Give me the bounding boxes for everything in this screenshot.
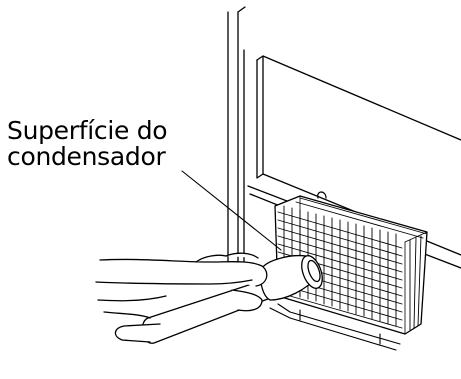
condenser-surface-label: Superfície do condensador xyxy=(7,116,168,171)
refrigerator-cabinet xyxy=(227,6,246,263)
label-line-2: condensador xyxy=(7,142,166,171)
callout-leader-line xyxy=(181,170,282,251)
label-line-1: Superfície do xyxy=(7,116,168,145)
hand-with-vacuum-brush-icon xyxy=(95,252,323,344)
